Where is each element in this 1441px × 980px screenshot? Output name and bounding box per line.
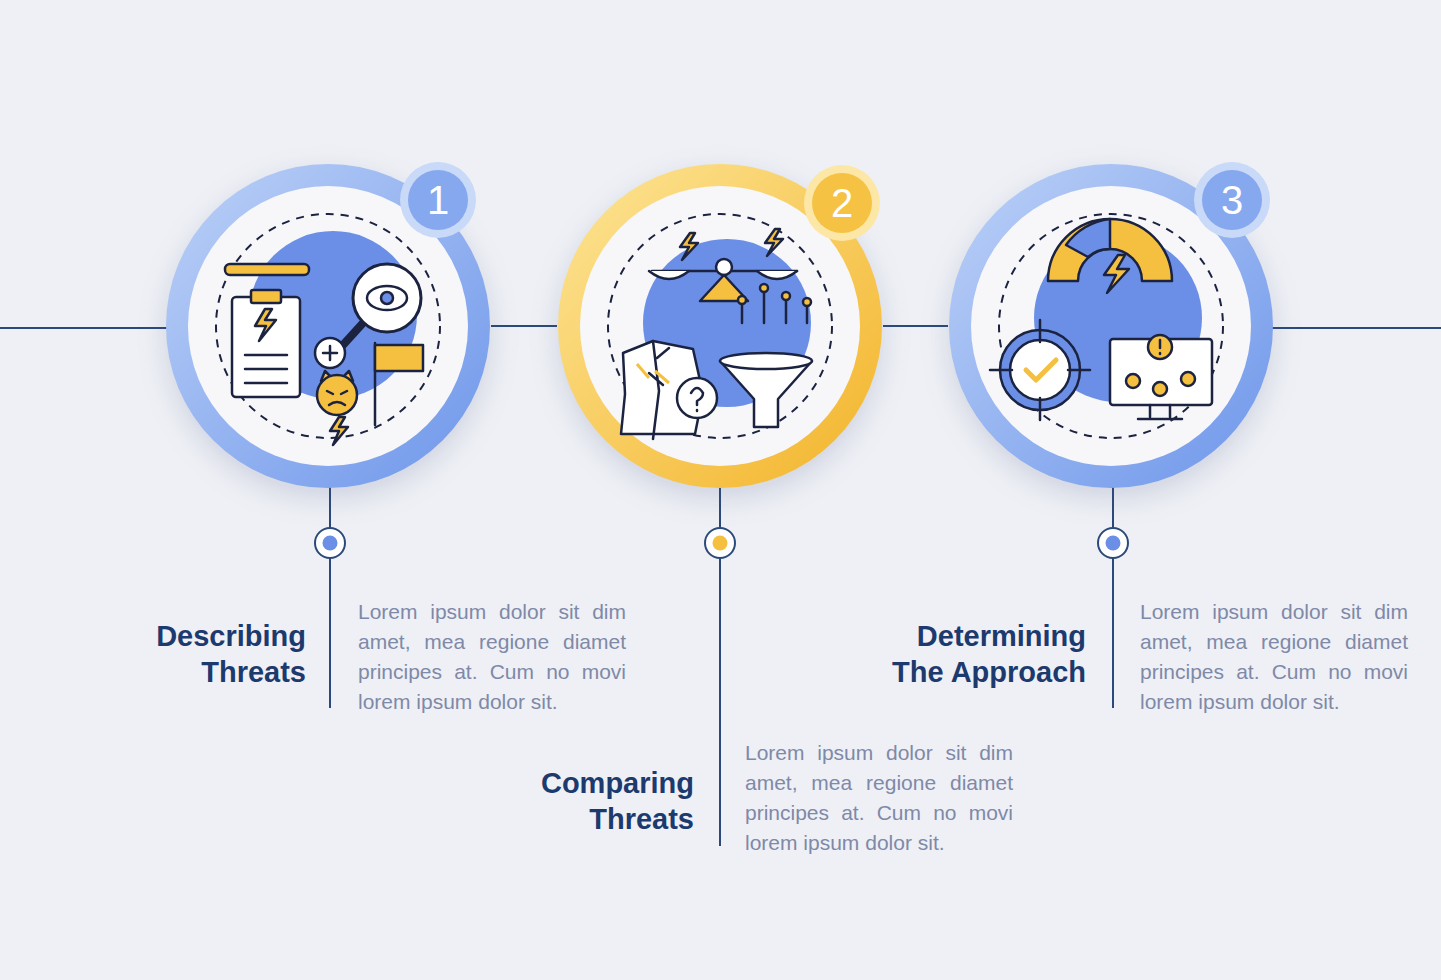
- icon-part: [608, 214, 832, 438]
- icon-part: [330, 417, 348, 445]
- timeline-line: [1270, 327, 1441, 329]
- timeline-marker: [1098, 528, 1128, 558]
- step-circle: Comparing ThreatsLorem ipsum dolor sit d…: [557, 163, 883, 489]
- icon-part: [381, 292, 393, 304]
- callout-number: 1: [400, 162, 476, 238]
- timeline-connector: [883, 325, 948, 327]
- icon-part: [803, 298, 811, 306]
- icon-part: [1104, 255, 1129, 293]
- icon-part: [1026, 360, 1056, 380]
- icon-part: [691, 388, 703, 411]
- icon-part: [716, 259, 732, 275]
- icon-part: [232, 297, 300, 397]
- icon-part: [765, 229, 783, 256]
- step-number-badge: 2: [804, 165, 880, 241]
- icon-part: [353, 264, 421, 332]
- icon-part: [1153, 382, 1167, 396]
- icon-part: [677, 378, 717, 418]
- icon-part: [738, 296, 746, 304]
- callout-number: 3: [1194, 162, 1270, 238]
- icon-part: [990, 320, 1090, 420]
- icon-part: [1159, 340, 1162, 354]
- timeline-dot: [323, 536, 338, 551]
- step-number-badge: 3: [1194, 162, 1270, 238]
- icon-part: [1194, 162, 1270, 238]
- icon-part: [1126, 374, 1140, 388]
- step-title: Comparing Threats: [484, 765, 694, 837]
- step-description: Lorem ipsum dolor sit dim amet, mea regi…: [745, 738, 1013, 858]
- leader-line: [1112, 480, 1114, 708]
- icon-part: [255, 309, 276, 341]
- icon-part: [400, 162, 476, 238]
- icon-part: [327, 391, 347, 405]
- icon-part: [742, 291, 807, 323]
- icon-part: [323, 346, 337, 360]
- icon-part: [245, 355, 287, 383]
- icon-part: [720, 361, 812, 427]
- icon-part: [1148, 335, 1172, 359]
- icon-part: [558, 164, 882, 488]
- step-title: Describing Threats: [96, 618, 306, 690]
- icon-part: [1066, 219, 1110, 257]
- icon-part: [720, 353, 812, 369]
- icon-part: [1010, 340, 1070, 400]
- leader-line: [329, 480, 331, 708]
- icon-part: [367, 286, 407, 310]
- step-description: Lorem ipsum dolor sit dim amet, mea regi…: [358, 597, 626, 717]
- timeline-marker: [315, 528, 345, 558]
- icon-part: [637, 364, 669, 383]
- callout-number: 2: [804, 165, 880, 241]
- icon-part: [1181, 372, 1195, 386]
- timeline-line: [0, 327, 170, 329]
- step-circle: Determining The ApproachLorem ipsum dolo…: [948, 163, 1274, 489]
- timeline-marker: [705, 528, 735, 558]
- step-number-badge: 1: [400, 162, 476, 238]
- icon-part: [804, 165, 880, 241]
- icon-part: [216, 214, 440, 438]
- icon-part: [343, 323, 363, 345]
- icon-part: [216, 214, 440, 445]
- icon-part: [782, 292, 790, 300]
- icon-part: [999, 214, 1223, 438]
- icon-part: [251, 290, 281, 303]
- icon-part: [608, 214, 832, 439]
- icon-part: [760, 284, 768, 292]
- step-title: Determining The Approach: [876, 618, 1086, 690]
- timeline-dot: [1106, 536, 1121, 551]
- step-circle: Describing ThreatsLorem ipsum dolor sit …: [165, 163, 491, 489]
- icon-part: [317, 375, 357, 415]
- timeline-connector: [491, 325, 557, 327]
- icon-part: [649, 341, 669, 439]
- icon-part: [1138, 405, 1182, 419]
- icon-part: [225, 264, 309, 275]
- icon-part: [680, 233, 698, 260]
- icon-part: [375, 345, 423, 371]
- timeline-dot: [713, 536, 728, 551]
- icon-part: [990, 214, 1223, 438]
- icon-part: [315, 338, 345, 368]
- step-description: Lorem ipsum dolor sit dim amet, mea regi…: [1140, 597, 1408, 717]
